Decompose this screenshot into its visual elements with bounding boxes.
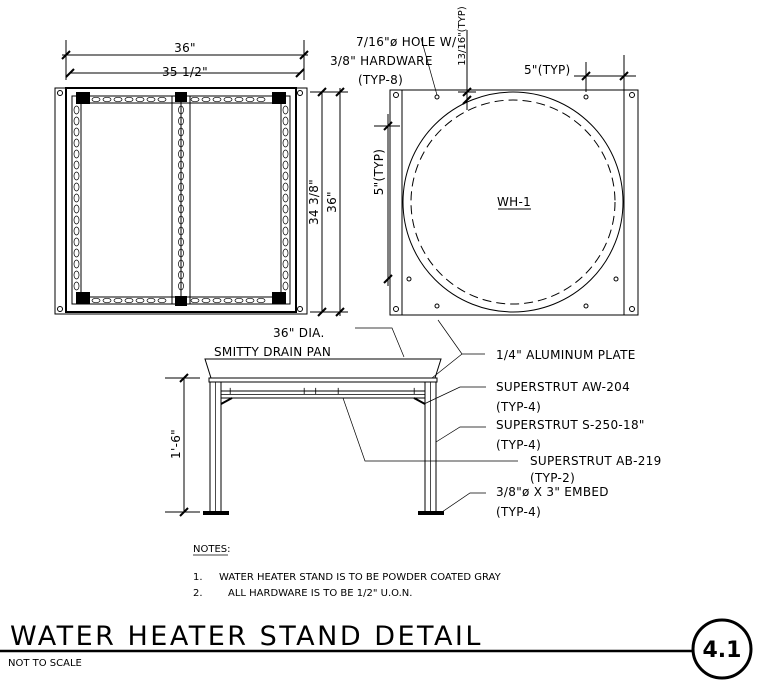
callout-aw204-typ: (TYP-4) xyxy=(496,400,541,414)
callout-s250: SUPERSTRUT S-250-18" xyxy=(496,418,645,432)
pan-label-line1: 36" DIA. xyxy=(273,326,325,340)
plate-plan-view xyxy=(374,30,639,316)
notes-heading: NOTES: xyxy=(193,544,231,555)
height-dim: 1'-6" xyxy=(169,429,183,459)
inner-width-dim: 35 1/2" xyxy=(162,65,208,79)
svg-text:+: + xyxy=(410,386,418,397)
elevation-view: + + + + + xyxy=(165,319,518,517)
corner-dim-h: 5"(TYP) xyxy=(524,63,571,77)
detail-ref: 4.1 xyxy=(703,638,742,663)
hole-note-line3: (TYP-8) xyxy=(358,73,403,87)
pan-label-line2: SMITTY DRAIN PAN xyxy=(214,345,331,359)
detail-bubble xyxy=(691,618,753,680)
note-1-text: WATER HEATER STAND IS TO BE POWDER COATE… xyxy=(219,572,502,583)
note-2-text: ALL HARDWARE IS TO BE 1/2" U.O.N. xyxy=(228,588,412,599)
callout-s250-typ: (TYP-4) xyxy=(496,438,541,452)
callout-aluminum-plate: 1/4" ALUMINUM PLATE xyxy=(496,348,636,362)
callout-embed-typ: (TYP-4) xyxy=(496,505,541,519)
svg-text:+: + xyxy=(226,386,234,397)
detail-title: WATER HEATER STAND DETAIL xyxy=(10,621,483,652)
svg-text:+: + xyxy=(334,386,342,397)
callout-ab219: SUPERSTRUT AB-219 xyxy=(530,454,662,468)
callout-aw204: SUPERSTRUT AW-204 xyxy=(496,380,630,394)
inner-height-dim: 34 3/8" xyxy=(307,179,321,225)
overall-height-dim: 36" xyxy=(325,191,339,213)
frame-plan-view xyxy=(54,40,348,317)
callout-embed: 3/8"ø X 3" EMBED xyxy=(496,485,609,499)
overall-width-dim: 36" xyxy=(174,41,196,55)
hole-note-line1: 7/16"ø HOLE W/ xyxy=(356,35,457,49)
callout-ab219-typ: (TYP-2) xyxy=(530,471,575,485)
note-2-number: 2. xyxy=(193,588,203,599)
svg-text:+ +: + + xyxy=(300,386,320,397)
corner-dim-v: 5"(TYP) xyxy=(372,149,386,196)
note-1-number: 1. xyxy=(193,572,203,583)
edge-dim: 13/16"(TYP) xyxy=(457,6,468,66)
heater-tag: WH-1 xyxy=(497,195,531,209)
hole-note-line2: 3/8" HARDWARE xyxy=(330,54,433,68)
scale-note: NOT TO SCALE xyxy=(8,658,82,669)
